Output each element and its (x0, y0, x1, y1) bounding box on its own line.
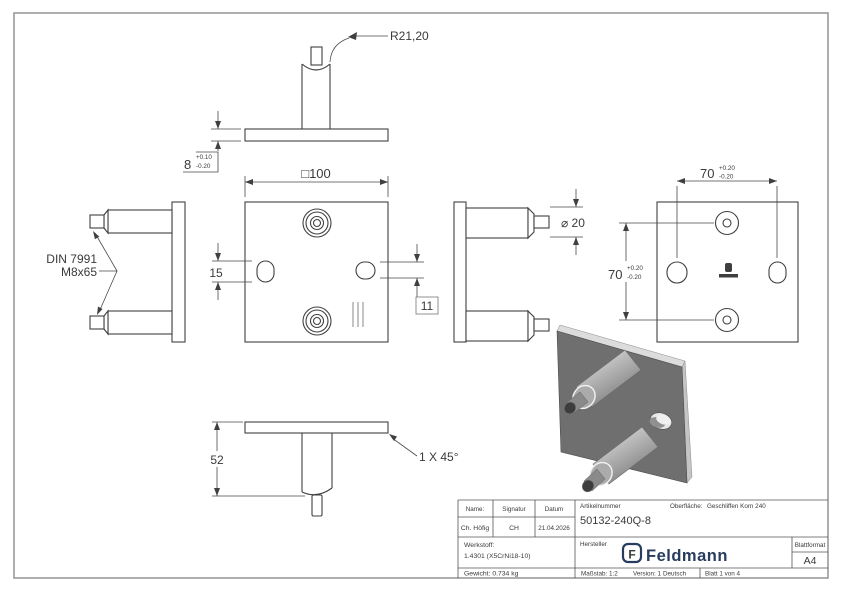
hole-bottom (714, 307, 740, 333)
werkstoff-label: Werkstoff: (464, 542, 494, 549)
post-diameter-dim-label: ⌀ 20 (561, 216, 585, 230)
feldmann-logo-icon (621, 542, 643, 564)
slot-right (355, 261, 376, 280)
isometric-view (556, 324, 693, 493)
slot-offset-dim-label: 11 (421, 299, 434, 313)
werkstoff-value: 1.4301 (X5CrNi18-10) (464, 553, 531, 560)
screw-size-label: M8x65 (61, 265, 97, 279)
feldmann-logo: F Feldmann (621, 542, 728, 565)
thickness-tol-plus: +0.10 (196, 154, 212, 161)
right-side-view: ⌀ 20 (453, 189, 585, 343)
width-dim-label: □100 (301, 166, 331, 181)
thickness-dim-label: 8 (184, 157, 191, 172)
bottom-view: 52 1 X 45° (206, 421, 459, 517)
brand-stamp-icon (719, 263, 738, 278)
gewicht-value: Gewicht: 0.734 kg (464, 571, 519, 578)
date-value: 21.04.2026 (538, 525, 570, 532)
blatt-value: Blatt 1 von 4 (705, 571, 741, 578)
iso-slot (649, 412, 673, 430)
blattformat-value: A4 (804, 555, 817, 567)
hole-top (714, 210, 740, 236)
date-header: Datum (545, 506, 564, 513)
spacing-h-tol-minus: -0.20 (719, 174, 734, 181)
thickness-tol-minus: -0.20 (196, 163, 211, 170)
brand-wordmark: Feldmann (646, 547, 728, 565)
left-side-view: DIN 7991 M8x65 (46, 201, 186, 343)
artikelnummer-label: Artikelnummer (580, 503, 621, 510)
signature-header: Signatur (502, 506, 525, 513)
back-slot-left (666, 261, 688, 284)
countersunk-hole-bottom (302, 306, 332, 336)
name-header: Name: (466, 506, 485, 513)
spacing-h-tol-plus: +0.20 (719, 165, 735, 172)
top-view: R21,20 8 +0.10 -0.20 (183, 29, 429, 173)
spacing-v-tol-plus: +0.20 (627, 265, 643, 272)
back-slot-right (768, 261, 787, 284)
back-view: 70 +0.20 -0.20 70 +0.20 -0.20 (606, 165, 799, 343)
slot-height-dim-label: 15 (209, 266, 223, 280)
front-view: □100 15 11 (204, 166, 439, 343)
iso-standoff-top (564, 349, 642, 415)
spacing-v-tol-minus: -0.20 (627, 274, 642, 281)
oberflaeche-value: Geschliffen Korn 240 (707, 503, 766, 510)
sprache-value: Deutsch (663, 571, 687, 578)
chamfer-note-label: 1 X 45° (419, 450, 459, 464)
signature-value: CH (509, 525, 519, 532)
spacing-v-dim-label: 70 (608, 267, 622, 282)
iso-standoff-bottom (582, 426, 659, 493)
radius-dim-label: R21,20 (390, 29, 429, 43)
name-value: Ch. Höfig (461, 525, 490, 532)
grain-marks (352, 302, 364, 327)
oberflaeche-label: Oberfläche: (670, 503, 703, 510)
sheet-frame (13, 12, 829, 579)
massstab-value: Maßstab: 1:2 (581, 571, 618, 578)
hersteller-label: Hersteller (580, 541, 607, 548)
blattformat-label: Blattformat (795, 542, 826, 549)
title-block: Name: Signatur Datum Ch. Höfig CH 21.04.… (457, 499, 828, 578)
artikelnummer-value: 50132-240Q-8 (580, 515, 651, 527)
slot-left (256, 260, 275, 283)
version-value: Version: 1 (633, 571, 662, 578)
spacing-h-dim-label: 70 (700, 166, 714, 181)
height-dim-label: 52 (210, 453, 224, 467)
feldmann-logo-initial: F (628, 548, 635, 562)
countersunk-hole-top (302, 208, 332, 238)
screw-standard-label: DIN 7991 (46, 252, 97, 266)
